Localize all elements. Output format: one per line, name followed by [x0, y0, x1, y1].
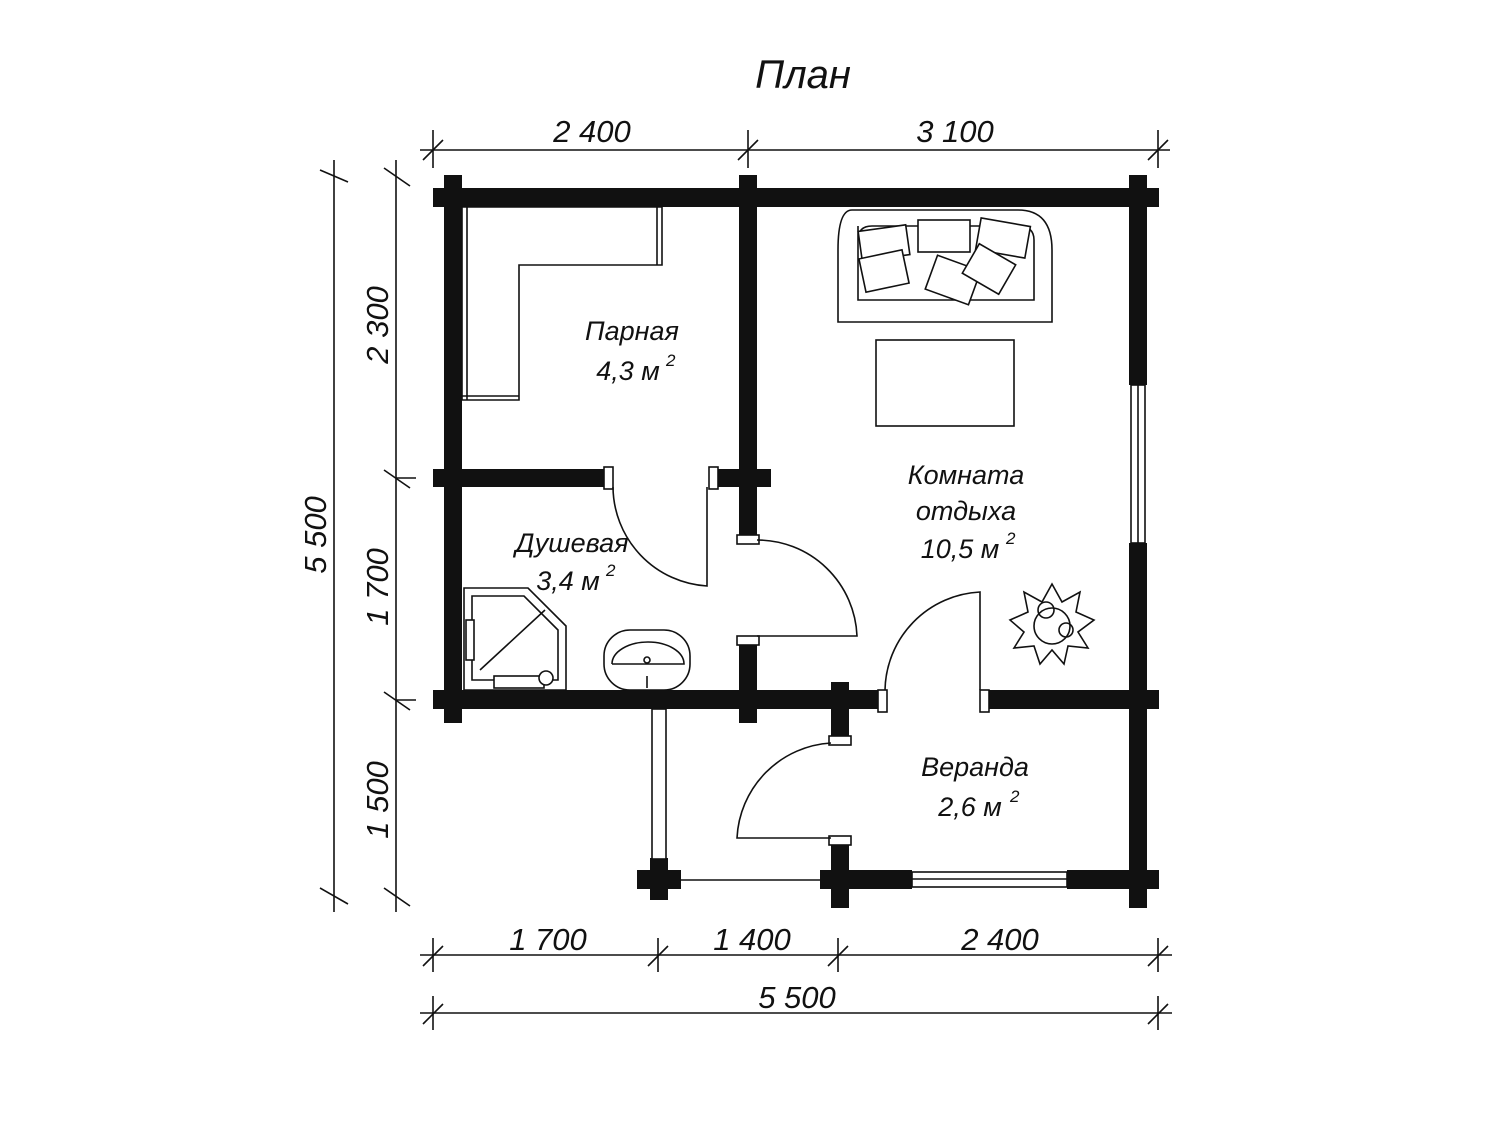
- doors: [603, 466, 990, 846]
- room-rest-name-1: Комната: [908, 460, 1025, 490]
- room-rest-area-exp: 2: [1005, 529, 1016, 548]
- wash-basin: [603, 629, 691, 691]
- room-steam-area: 4,3 м: [596, 356, 660, 386]
- room-rest-area: 10,5 м: [921, 534, 1000, 564]
- dim-bottom-3: 2 400: [960, 922, 1039, 957]
- room-veranda-name: Веранда: [921, 752, 1029, 782]
- plan-title: План: [755, 53, 851, 97]
- dim-top-left: 2 400: [552, 114, 631, 149]
- plant-icon: [1008, 582, 1096, 666]
- room-shower-area-exp: 2: [605, 561, 616, 580]
- room-shower-area: 3,4 м: [536, 566, 600, 596]
- room-steam-area-exp: 2: [665, 351, 676, 370]
- room-rest-name-2: отдыха: [916, 496, 1016, 526]
- dim-bottom-2: 1 400: [713, 922, 791, 957]
- room-steam-name: Парная: [585, 316, 679, 346]
- dim-top-right: 3 100: [916, 114, 994, 149]
- steam-benches: [461, 206, 663, 401]
- dim-left-steam: 2 300: [360, 286, 395, 365]
- dim-left-shower: 1 700: [360, 548, 395, 626]
- shower-cabin: [463, 587, 567, 691]
- table: [875, 339, 1015, 427]
- dim-left-veranda: 1 500: [360, 761, 395, 839]
- sofa: [837, 209, 1053, 323]
- windows: [681, 384, 1146, 888]
- dim-left-total: 5 500: [298, 496, 333, 574]
- dimension-lines: [319, 130, 1172, 1030]
- room-veranda-area-exp: 2: [1009, 787, 1020, 806]
- room-veranda-area: 2,6 м: [937, 792, 1002, 822]
- dim-bottom-1: 1 700: [509, 922, 587, 957]
- walls: [433, 175, 1159, 908]
- room-shower-name: Душевая: [512, 528, 628, 558]
- dim-bottom-total: 5 500: [758, 980, 836, 1015]
